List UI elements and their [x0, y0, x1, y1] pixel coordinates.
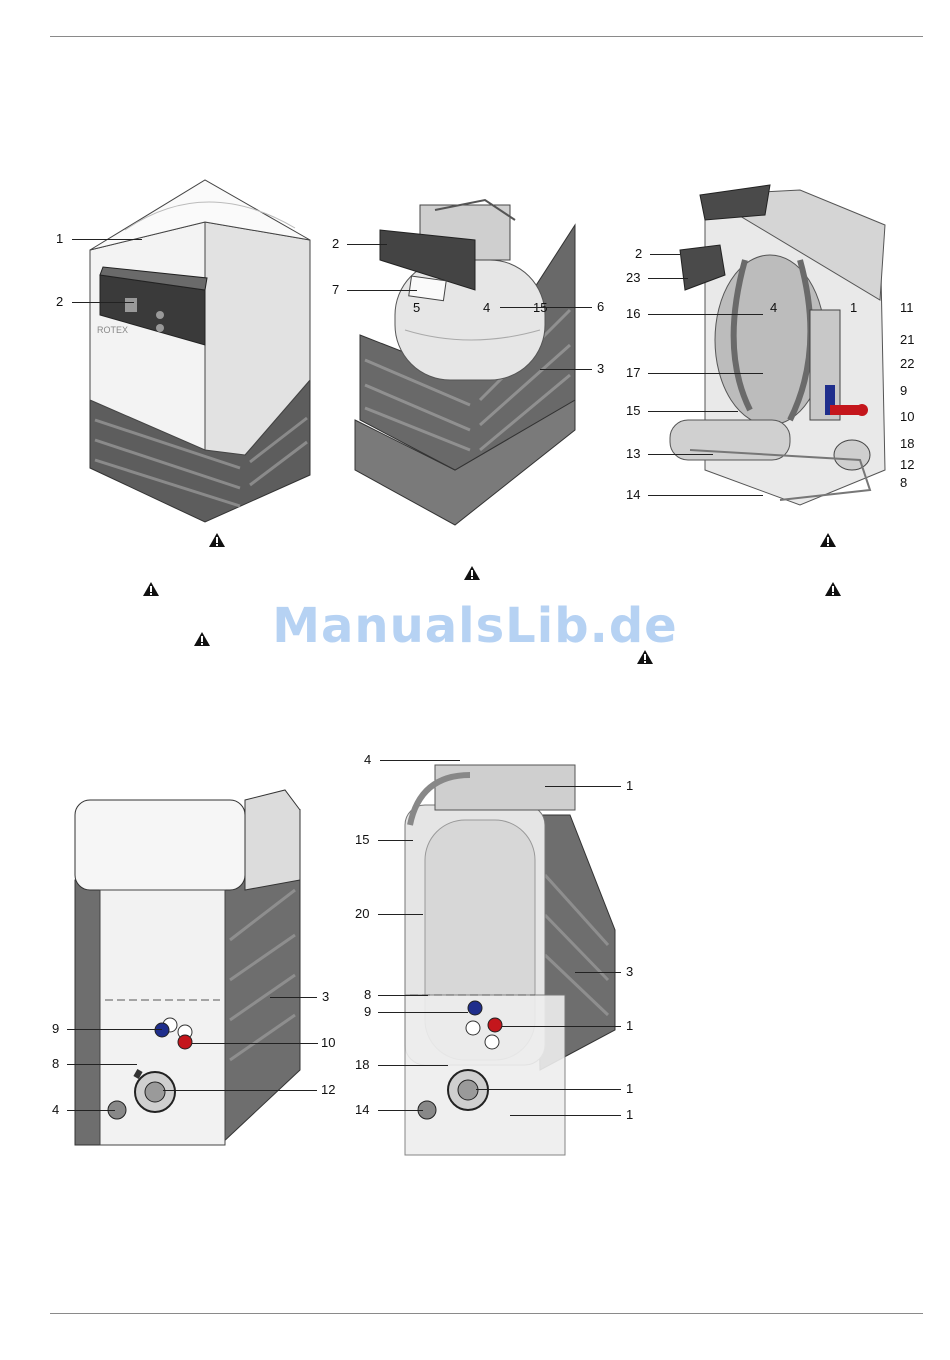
leader-line [545, 786, 621, 787]
label: 20 [355, 907, 369, 921]
leader-line [67, 1110, 115, 1111]
warning-icon [825, 582, 841, 596]
leader-line [500, 307, 592, 308]
leader-line [648, 454, 713, 455]
warning-icon [820, 533, 836, 547]
leader-line [378, 1012, 468, 1013]
leader-line [163, 1090, 317, 1091]
leader-line [476, 1089, 621, 1090]
label: 9 [52, 1022, 59, 1036]
label: 1 [850, 301, 857, 315]
leader-line [648, 278, 688, 279]
label: 2 [56, 295, 63, 309]
leader-line [540, 369, 592, 370]
figure-closed-unit: ROTEX 1 2 [45, 150, 345, 550]
label: 4 [483, 301, 490, 315]
label: 22 [900, 357, 914, 371]
leader-line [378, 995, 428, 996]
warning-icon [143, 582, 159, 596]
figure-open-tank: 5 4 15 2 7 6 3 [325, 150, 615, 550]
label: 18 [355, 1058, 369, 1072]
leader-line [648, 495, 763, 496]
label: 11 [900, 301, 914, 315]
open-tank-illustration [325, 150, 615, 550]
bottom-rule [50, 1313, 923, 1314]
label: 17 [626, 366, 640, 380]
leader-line [72, 239, 142, 240]
label: 4 [364, 753, 371, 767]
label: 15 [355, 833, 369, 847]
label: 1 [626, 1019, 633, 1033]
figure-internals: 4 1 2 23 11 16 21 22 17 9 15 10 18 13 12… [600, 150, 930, 550]
leader-line [502, 1026, 621, 1027]
label: 21 [900, 333, 914, 347]
label: 7 [332, 283, 339, 297]
warning-icon [209, 533, 225, 547]
leader-line [648, 314, 763, 315]
leader-line [510, 1115, 621, 1116]
figure-rear-view: 3 9 10 8 12 4 [45, 770, 355, 1160]
label: 12 [900, 458, 914, 472]
leader-line [347, 244, 387, 245]
internals-illustration [600, 150, 930, 550]
label: 1 [626, 1108, 633, 1122]
leader-line [270, 997, 317, 998]
watermark: ManualsLib.de [0, 598, 950, 654]
label: 5 [413, 301, 420, 315]
leader-line [347, 290, 417, 291]
leader-line [67, 1064, 137, 1065]
figure-rear-transparent: 4 1 15 20 3 8 9 1 18 1 14 1 [350, 745, 635, 1165]
leader-line [650, 254, 680, 255]
label: 2 [332, 237, 339, 251]
label: 14 [355, 1103, 369, 1117]
label: 14 [626, 488, 640, 502]
leader-line [378, 1065, 448, 1066]
label: 13 [626, 447, 640, 461]
label: 12 [321, 1083, 335, 1097]
label: 15 [533, 301, 547, 315]
closed-unit-illustration: ROTEX [45, 150, 345, 550]
warning-icon [464, 566, 480, 580]
label: 3 [626, 965, 633, 979]
leader-line [648, 373, 763, 374]
leader-line [72, 302, 134, 303]
leader-line [67, 1029, 162, 1030]
leader-line [378, 1110, 423, 1111]
label: 2 [635, 247, 642, 261]
label: 10 [900, 410, 914, 424]
leader-line [378, 914, 423, 915]
brand-text: ROTEX [97, 325, 128, 335]
label: 3 [322, 990, 329, 1004]
leader-line [648, 411, 738, 412]
label: 10 [321, 1036, 335, 1050]
label: 1 [626, 1082, 633, 1096]
label: 9 [364, 1005, 371, 1019]
label: 23 [626, 271, 640, 285]
label: 1 [626, 779, 633, 793]
label: 8 [52, 1057, 59, 1071]
label: 1 [56, 232, 63, 246]
top-rule [50, 36, 923, 37]
leader-line [378, 840, 413, 841]
leader-line [380, 760, 460, 761]
leader-line [575, 972, 621, 973]
rear-view-illustration [45, 770, 355, 1160]
leader-line [192, 1043, 318, 1044]
label: 15 [626, 404, 640, 418]
label: 8 [900, 476, 907, 490]
label: 4 [52, 1103, 59, 1117]
label: 9 [900, 384, 907, 398]
label: 4 [770, 301, 777, 315]
label: 8 [364, 988, 371, 1002]
label: 16 [626, 307, 640, 321]
rear-transparent-illustration [350, 745, 635, 1165]
label: 18 [900, 437, 914, 451]
